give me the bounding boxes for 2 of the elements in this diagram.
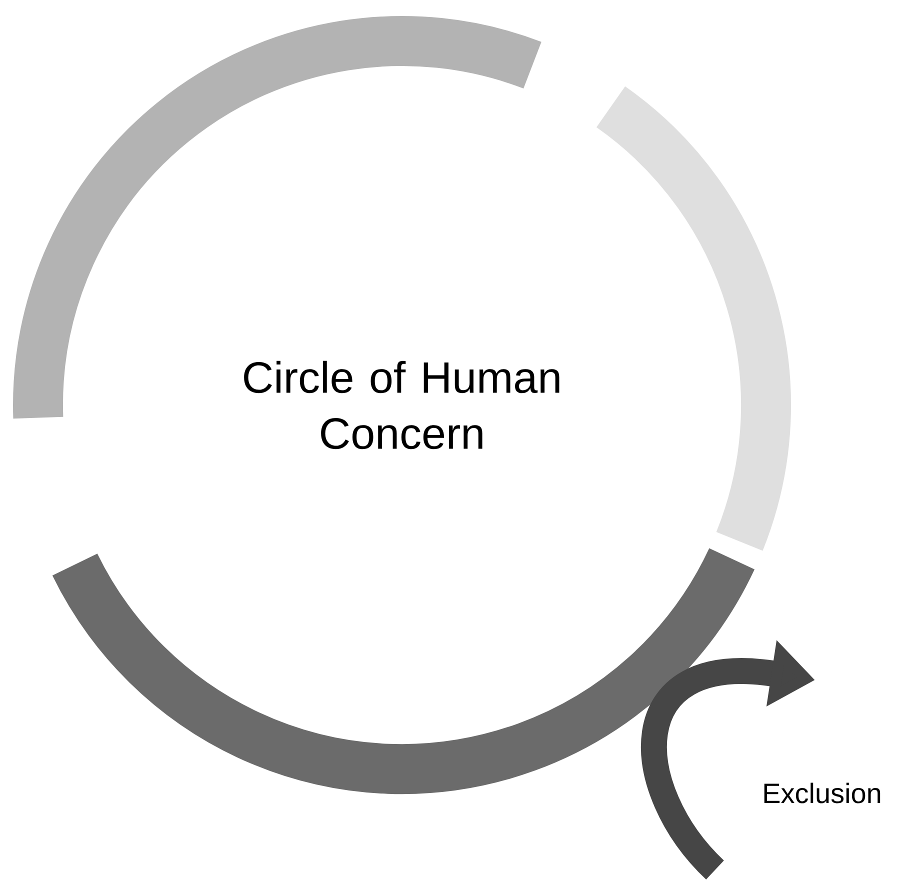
arrow-label: Exclusion [764,782,880,804]
center-label: Circle of Human Concern [244,360,560,450]
